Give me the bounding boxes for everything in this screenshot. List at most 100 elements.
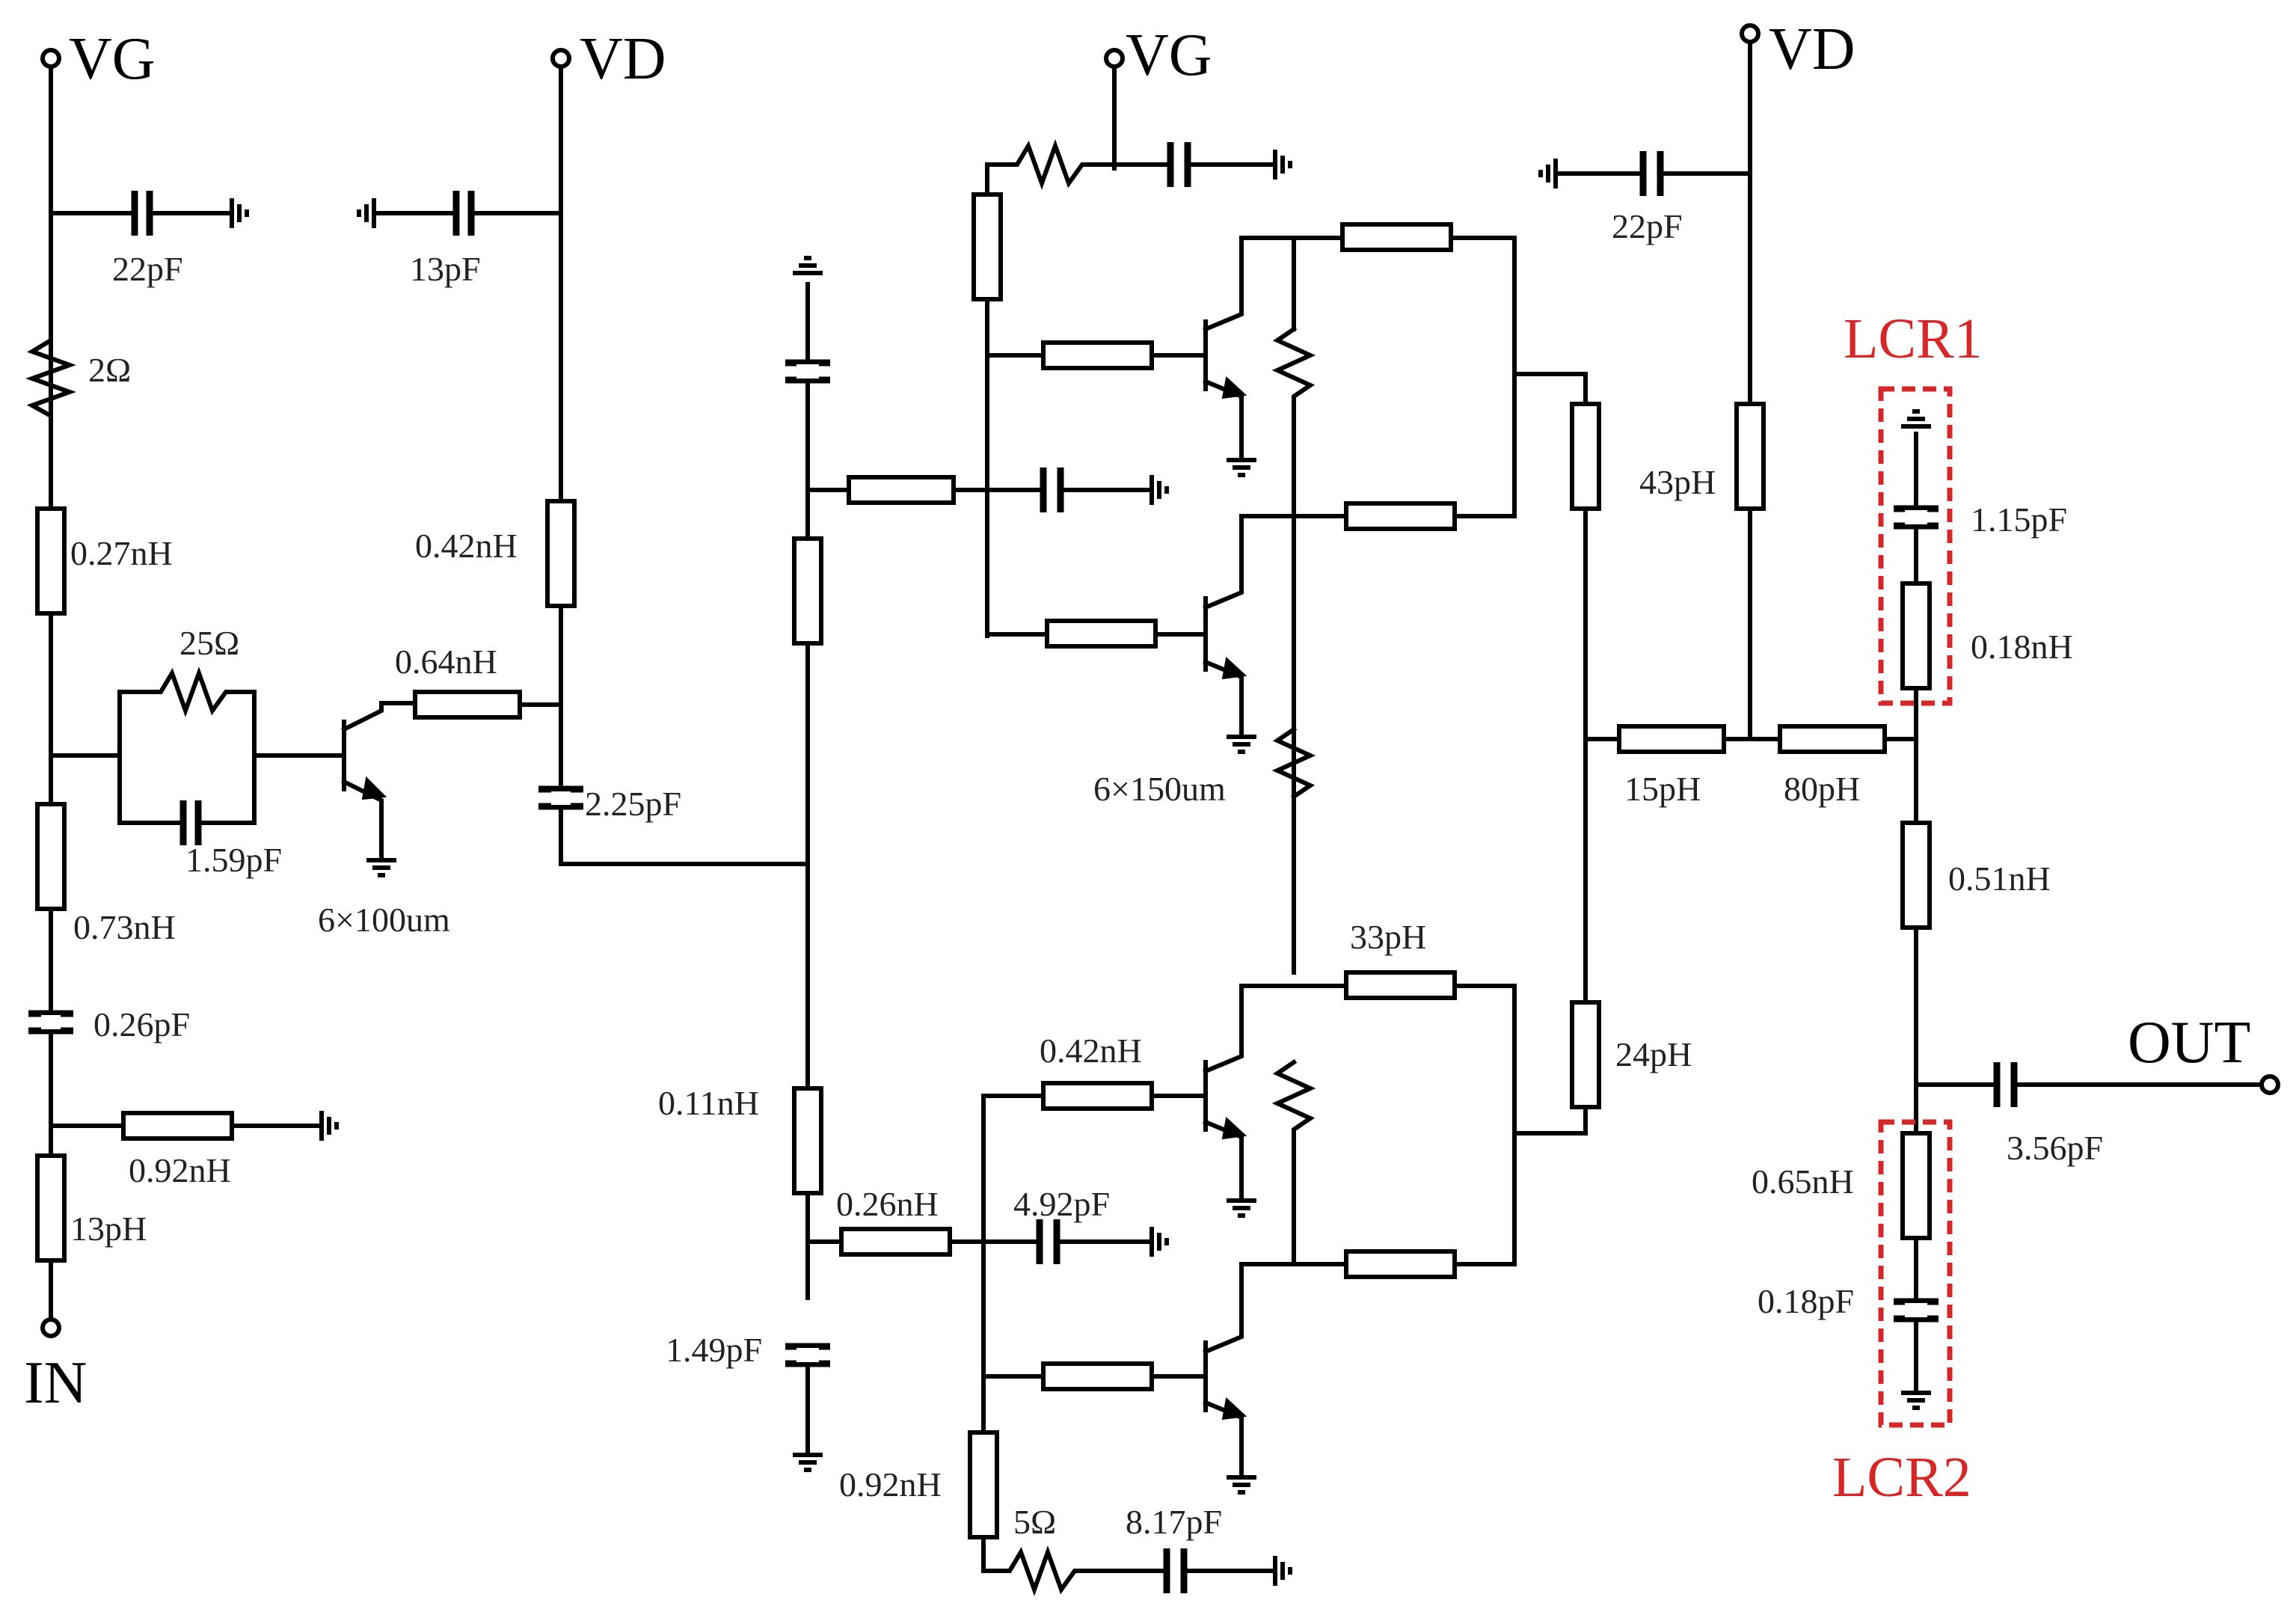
ground-icon (1227, 737, 1256, 752)
inductor-051 (1900, 821, 1932, 930)
inductor-018 (1900, 581, 1932, 690)
ground-icon (1541, 159, 1556, 189)
label-43ph: 43pH (1639, 463, 1716, 501)
node-vd-right: VD (1769, 16, 1855, 82)
ground-icon (1275, 150, 1290, 180)
label-027nh: 0.27nH (70, 534, 173, 572)
vd-left-terminal[interactable] (550, 48, 571, 69)
ground-icon (1275, 1556, 1290, 1586)
label-149pf: 1.49pF (666, 1331, 762, 1369)
label-80ph: 80pH (1784, 770, 1860, 808)
out-terminal[interactable] (2259, 1074, 2280, 1095)
label-092nh-left: 0.92nH (129, 1151, 231, 1189)
label-356pf: 3.56pF (2007, 1129, 2103, 1167)
inductor-drain-1 (1340, 222, 1453, 252)
label-33ph: 33pH (1350, 918, 1426, 956)
splitter-stage (785, 48, 1588, 1596)
label-22pf-left: 22pF (112, 250, 183, 288)
inductor-15ph (1617, 724, 1726, 754)
inductor-gate-1 (1041, 340, 1154, 370)
label-042nh-top: 0.42nH (415, 527, 518, 565)
label-817pf: 8.17pF (1126, 1503, 1222, 1541)
node-in: IN (24, 1350, 87, 1416)
inductor-33ph (1344, 970, 1457, 1000)
inductor-13ph (35, 1153, 67, 1263)
inductor-011 (792, 1086, 823, 1195)
inductor-spine-upper (792, 536, 823, 646)
inductor-042-mid (1041, 1081, 1154, 1111)
node-vg-mid: VG (1126, 22, 1212, 88)
inductor-drain-4 (1344, 1249, 1457, 1279)
node-out: OUT (2128, 1010, 2250, 1076)
in-terminal[interactable] (40, 1317, 61, 1338)
inductor-drain-2 (1344, 501, 1457, 531)
node-vd-left: VD (580, 26, 666, 92)
label-lcr2: LCR2 (1832, 1446, 1971, 1509)
label-092nh-bottom: 0.92nH (839, 1465, 942, 1504)
label-6x150um: 6×150um (1093, 770, 1226, 808)
inductor-24ph (1570, 1000, 1601, 1109)
ground-icon (1227, 1201, 1256, 1216)
ground-icon (1227, 460, 1256, 475)
ground-icon (359, 198, 374, 228)
label-225pf: 2.25pF (585, 785, 681, 823)
label-026nh: 0.26nH (836, 1185, 939, 1223)
label-011nh: 0.11nH (658, 1084, 759, 1122)
inductor-092-left (121, 1111, 234, 1141)
inductor-80ph (1778, 724, 1887, 754)
label-018pf: 0.18pF (1758, 1282, 1854, 1320)
label-2ohm: 2Ω (88, 351, 131, 389)
label-13pf: 13pF (410, 250, 481, 288)
ground-icon (366, 860, 396, 875)
vg-mid-terminal[interactable] (1104, 48, 1125, 69)
resistor-bias-top (971, 192, 1003, 301)
inductor-gate-4 (1041, 1361, 1154, 1391)
lcr1-box (1878, 386, 1953, 706)
labels: VG VD VG VD IN OUT 22pF 13pF 2Ω 0.27nH 0… (24, 16, 2250, 1541)
inductor-gate-2 (1045, 619, 1158, 649)
ground-icon (1152, 475, 1167, 505)
label-6x100um: 6×100um (318, 901, 450, 939)
ground-icon (232, 198, 247, 228)
input-stage (25, 48, 810, 1338)
label-15ph: 15pH (1624, 770, 1701, 808)
label-24ph: 24pH (1615, 1035, 1692, 1073)
vg-left-terminal[interactable] (40, 48, 61, 69)
label-026pf: 0.26pF (93, 1005, 190, 1043)
label-5ohm: 5Ω (1013, 1503, 1056, 1541)
inductor-073 (35, 802, 67, 911)
inductor-092-bottom (968, 1430, 999, 1539)
ground-icon (793, 258, 823, 273)
label-065nh: 0.65nH (1752, 1162, 1854, 1201)
inductor-026 (839, 1227, 952, 1257)
ground-icon (1901, 1393, 1931, 1408)
label-018nh: 0.18nH (1971, 628, 2073, 666)
vd-right-terminal[interactable] (1740, 23, 1761, 44)
lcr2-box (1878, 1119, 1953, 1428)
ground-icon (322, 1111, 337, 1141)
ground-icon (793, 1455, 823, 1470)
inductor-064 (413, 690, 522, 720)
ground-icon (1227, 1477, 1256, 1492)
label-073nh: 0.73nH (73, 908, 176, 946)
label-115pf: 1.15pF (1971, 500, 2067, 539)
ground-icon (1152, 1227, 1167, 1257)
label-lcr1: LCR1 (1844, 307, 1983, 370)
inductor-43ph (1734, 402, 1766, 511)
inductor-upper-combiner (1570, 402, 1601, 511)
label-25ohm: 25Ω (179, 624, 239, 662)
label-13ph: 13pH (70, 1210, 147, 1248)
label-064nh: 0.64nH (395, 643, 497, 681)
ground-icon (1901, 411, 1931, 426)
label-051nh: 0.51nH (1948, 859, 2051, 898)
label-492pf: 4.92pF (1013, 1185, 1110, 1223)
inductor-upper-branch (847, 475, 956, 505)
inductor-042-top (545, 499, 577, 608)
label-042nh-mid: 0.42nH (1040, 1032, 1142, 1070)
inductor-027 (35, 506, 67, 616)
node-vg-left: VG (69, 26, 156, 92)
label-22pf-right: 22pF (1612, 207, 1683, 245)
inductor-065 (1900, 1131, 1932, 1240)
output-stage (1541, 23, 2280, 1428)
